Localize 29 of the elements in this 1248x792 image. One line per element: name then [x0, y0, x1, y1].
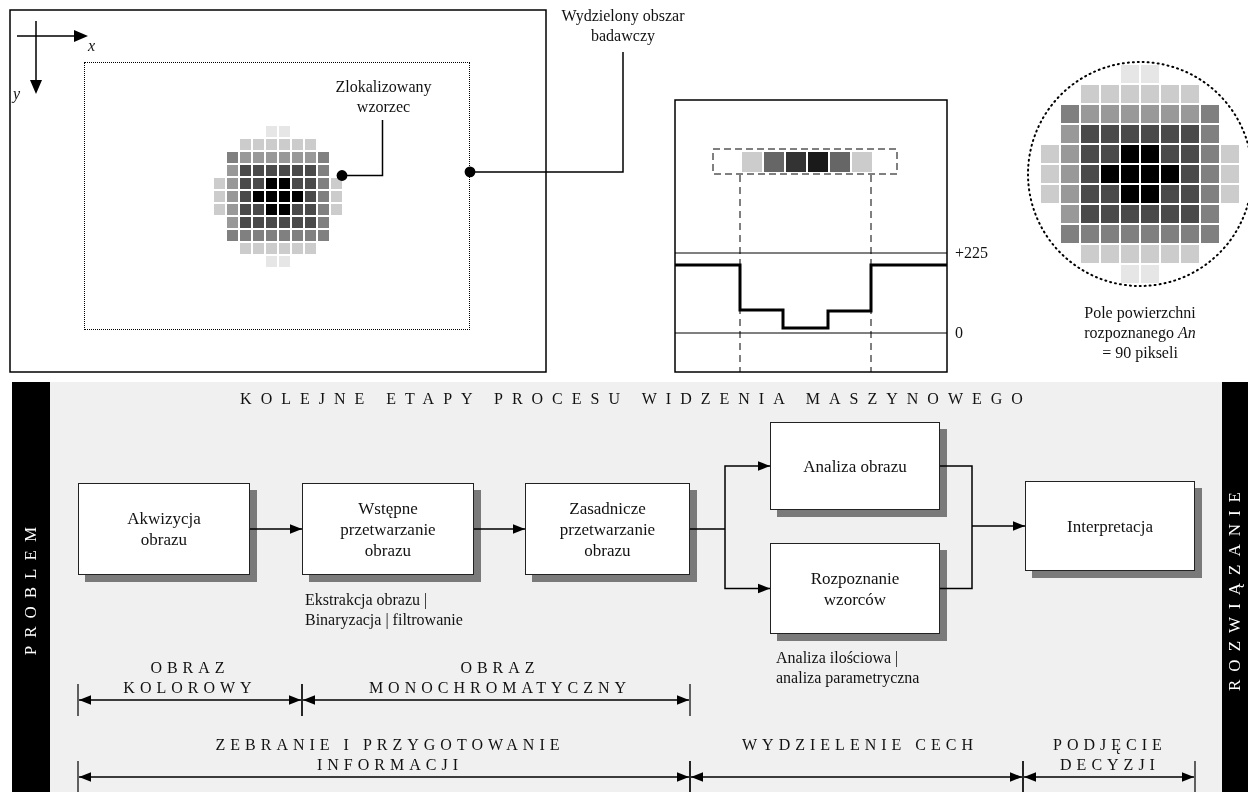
callout-text: Zlokalizowany wzorzec [321, 77, 446, 119]
step-note: Ekstrakcja obrazu | Binaryzacja | filtrowanie [305, 590, 463, 630]
arrow [724, 528, 771, 594]
arrow [473, 524, 526, 534]
pixel-pattern-drawing [213, 125, 343, 268]
process-panel [50, 382, 1222, 792]
side-bar-label: PROBLEM [21, 518, 41, 656]
panel-heading: KOLEJNE ETAPY PROCESU WIDZENIA MASZYNOWEGO [239, 390, 1033, 408]
arrow [971, 521, 1026, 531]
side-bar [12, 382, 50, 792]
scale-label: 0 [955, 323, 964, 343]
arrow [724, 461, 771, 530]
dimension-label: OBRAZ KOLOROWY [122, 658, 258, 698]
dimension-label: WYDZIELENIE CECH [741, 735, 979, 755]
dimension-label: ZEBRANIE I PRZYGOTOWANIE INFORMACJI [214, 735, 566, 775]
dimension-label: OBRAZ MONOCHROMATYCZNY [367, 658, 633, 698]
scale-label: +225 [955, 243, 990, 263]
step-note: Analiza ilościowa | analiza parametryczna [776, 648, 920, 688]
dimension-label: PODJĘCIE DECYZJI [1052, 735, 1168, 775]
leader-line [336, 119, 384, 181]
axis-label: x [88, 36, 97, 56]
callout-text: Wydzielony obszar badawczy [548, 6, 698, 48]
side-bar-label: ROZWIĄZANIE [1225, 483, 1245, 691]
caption-text: Pole powierzchni rozpoznanego An = 90 pikseli [1084, 303, 1196, 363]
side-bar [1222, 382, 1248, 792]
axis-label: y [13, 84, 22, 104]
arrow [249, 524, 303, 534]
leader-line [464, 51, 624, 178]
dotted-region-outline [84, 62, 470, 330]
